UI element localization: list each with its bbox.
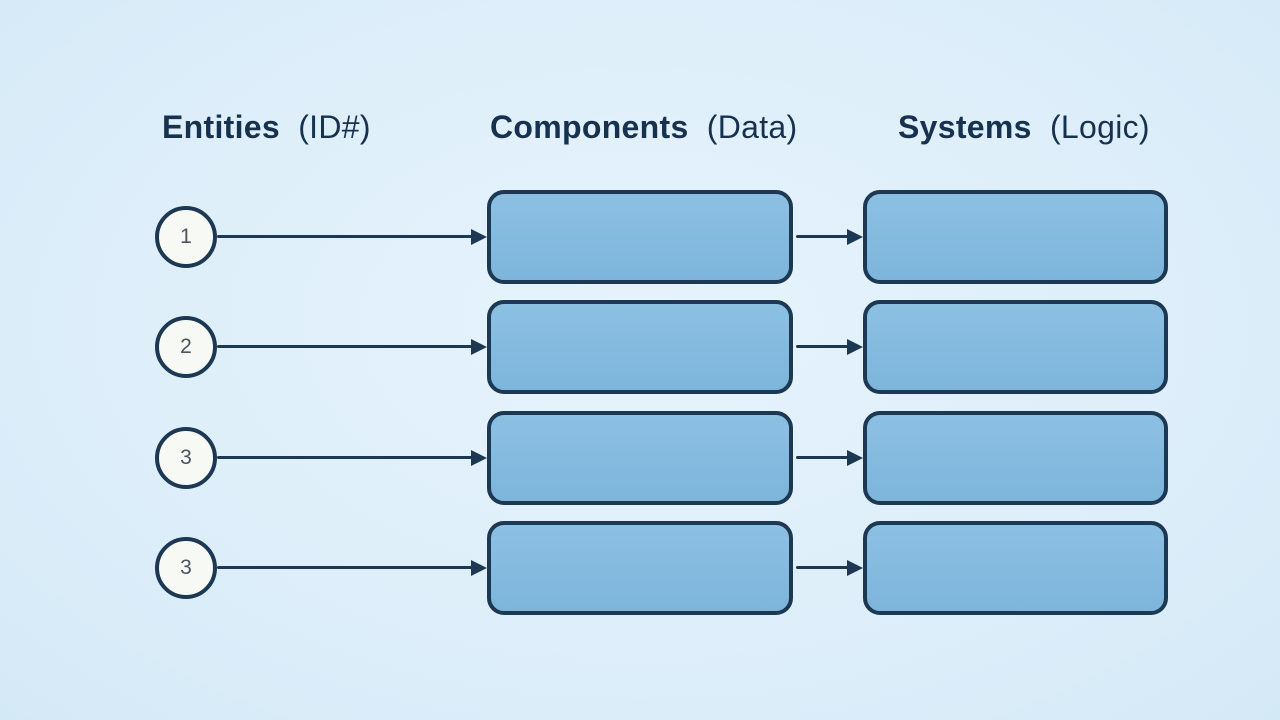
arrow-component-to-system bbox=[796, 338, 863, 356]
arrowhead-right-icon bbox=[471, 560, 487, 576]
arrowhead-right-icon bbox=[471, 339, 487, 355]
component-box bbox=[487, 190, 793, 284]
arrow-shaft bbox=[217, 235, 474, 238]
entity-id-label: 1 bbox=[180, 225, 192, 248]
component-box bbox=[487, 411, 793, 505]
arrow-shaft bbox=[796, 456, 850, 459]
entity-node: 1 bbox=[155, 206, 217, 268]
arrow-component-to-system bbox=[796, 449, 863, 467]
column-header-systems-title: Systems bbox=[898, 109, 1032, 145]
component-box bbox=[487, 521, 793, 615]
system-box bbox=[863, 300, 1168, 394]
arrowhead-right-icon bbox=[471, 450, 487, 466]
entity-id-label: 3 bbox=[180, 556, 192, 579]
column-header-entities: Entities (ID#) bbox=[162, 105, 371, 149]
component-box bbox=[487, 300, 793, 394]
arrow-entity-to-component bbox=[217, 338, 487, 356]
column-header-systems: Systems (Logic) bbox=[898, 105, 1150, 149]
arrow-shaft bbox=[796, 345, 850, 348]
arrowhead-right-icon bbox=[847, 450, 863, 466]
entity-id-label: 2 bbox=[180, 335, 192, 358]
arrowhead-right-icon bbox=[471, 229, 487, 245]
entity-id-label: 3 bbox=[180, 446, 192, 469]
arrow-component-to-system bbox=[796, 228, 863, 246]
arrow-entity-to-component bbox=[217, 228, 487, 246]
column-header-systems-qualifier: (Logic) bbox=[1049, 109, 1150, 145]
diagram-row: 2 bbox=[0, 300, 1280, 394]
system-box bbox=[863, 190, 1168, 284]
arrow-shaft bbox=[217, 345, 474, 348]
arrow-shaft bbox=[796, 566, 850, 569]
diagram-row: 3 bbox=[0, 411, 1280, 505]
arrowhead-right-icon bbox=[847, 339, 863, 355]
diagram-row: 3 bbox=[0, 521, 1280, 615]
system-box bbox=[863, 521, 1168, 615]
arrow-component-to-system bbox=[796, 559, 863, 577]
arrow-shaft bbox=[796, 235, 850, 238]
arrow-entity-to-component bbox=[217, 449, 487, 467]
arrowhead-right-icon bbox=[847, 560, 863, 576]
arrow-shaft bbox=[217, 456, 474, 459]
entity-node: 2 bbox=[155, 316, 217, 378]
arrowhead-right-icon bbox=[847, 229, 863, 245]
entity-node: 3 bbox=[155, 537, 217, 599]
column-header-components: Components (Data) bbox=[490, 105, 797, 149]
diagram-row: 1 bbox=[0, 190, 1280, 284]
arrow-entity-to-component bbox=[217, 559, 487, 577]
system-box bbox=[863, 411, 1168, 505]
column-header-entities-qualifier: (ID#) bbox=[298, 109, 371, 145]
arrow-shaft bbox=[217, 566, 474, 569]
column-header-entities-title: Entities bbox=[162, 109, 280, 145]
entity-node: 3 bbox=[155, 427, 217, 489]
column-header-components-qualifier: (Data) bbox=[706, 109, 798, 145]
column-header-components-title: Components bbox=[490, 109, 689, 145]
